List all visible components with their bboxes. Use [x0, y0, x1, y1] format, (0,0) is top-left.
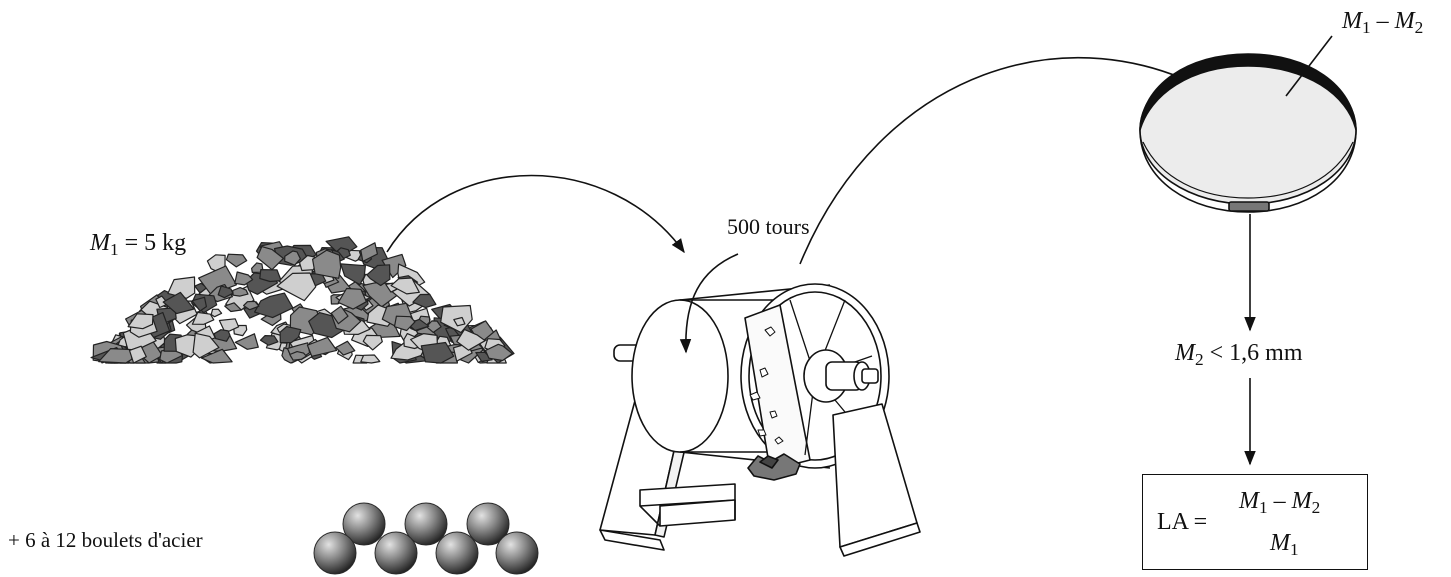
aggregate-stone	[191, 296, 207, 312]
rotations-label: 500 tours	[727, 214, 810, 239]
aggregate-stone	[284, 250, 301, 266]
los-angeles-drum	[599, 253, 921, 557]
aggregate-pile	[90, 236, 515, 364]
retained-mass-label: M1 – M2	[1342, 8, 1424, 37]
aggregate-stone	[279, 325, 302, 344]
arrow-drum-to-sieve	[799, 57, 1220, 265]
aggregate-stone	[259, 269, 282, 283]
passing-mass-label: M2 < 1,6 mm	[1175, 340, 1303, 369]
steel-balls	[313, 502, 539, 575]
la-formula-box	[1142, 474, 1368, 570]
aggregate-stone	[259, 335, 279, 346]
aggregate-stone	[393, 315, 416, 332]
aggregate-stone	[234, 333, 259, 350]
aggregate-stone	[243, 300, 260, 311]
steel-ball	[435, 531, 479, 575]
aggregate-stone	[232, 287, 249, 297]
aggregate-stone	[330, 305, 349, 325]
aggregate-stone	[360, 242, 378, 262]
aggregate-stone	[276, 272, 317, 302]
aggregate-stone	[312, 249, 342, 279]
aggregate-stone	[218, 318, 240, 334]
aggregate-stone	[162, 291, 195, 315]
aggregate-stone	[225, 253, 248, 268]
aggregate-stone	[412, 293, 437, 309]
sieve	[1139, 35, 1357, 213]
aggregate-stone	[167, 276, 196, 299]
aggregate-stone	[155, 295, 169, 309]
aggregate-stone	[453, 316, 466, 327]
arrow-pile-to-drum	[386, 174, 685, 254]
aggregate-stone	[420, 341, 455, 364]
aggregate-stone	[128, 345, 147, 364]
aggregate-stone	[340, 263, 366, 286]
aggregate-stone	[390, 277, 420, 295]
aggregate-stone	[425, 320, 442, 333]
steel-ball	[313, 531, 357, 575]
formula-denominator: M1	[1270, 530, 1299, 559]
aggregate-stone	[192, 332, 220, 359]
steel-ball	[495, 531, 539, 575]
aggregate-stone	[224, 302, 242, 313]
steel-balls-label: + 6 à 12 boulets d'acier	[8, 528, 203, 552]
aggregate-stone	[289, 351, 307, 361]
mass-m1-label: M1 = 5 kg	[90, 230, 187, 259]
steel-ball	[342, 502, 386, 546]
steel-ball	[404, 502, 448, 546]
steel-ball	[466, 502, 510, 546]
aggregate-stone	[337, 287, 367, 310]
formula-numerator: M1 – M2	[1239, 488, 1321, 517]
aggregate-stone	[360, 354, 381, 364]
aggregate-stone	[210, 308, 223, 318]
formula-lhs: LA =	[1157, 509, 1208, 535]
aggregate-stone	[306, 336, 338, 357]
aggregate-stone	[362, 334, 383, 351]
aggregate-stone	[234, 271, 254, 286]
aggregate-stone	[381, 253, 407, 279]
steel-ball	[374, 531, 418, 575]
aggregate-stone	[191, 311, 215, 325]
aggregate-stone	[254, 292, 294, 319]
aggregate-stone	[456, 328, 486, 351]
aggregate-stone	[200, 348, 233, 364]
aggregate-stone	[217, 285, 234, 299]
aggregate-stone	[335, 340, 356, 356]
aggregate-stone	[256, 246, 284, 271]
aggregate-stone	[484, 343, 513, 362]
aggregate-stone	[127, 313, 154, 330]
aggregate-stone	[366, 264, 391, 287]
aggregate-stone	[213, 329, 231, 342]
